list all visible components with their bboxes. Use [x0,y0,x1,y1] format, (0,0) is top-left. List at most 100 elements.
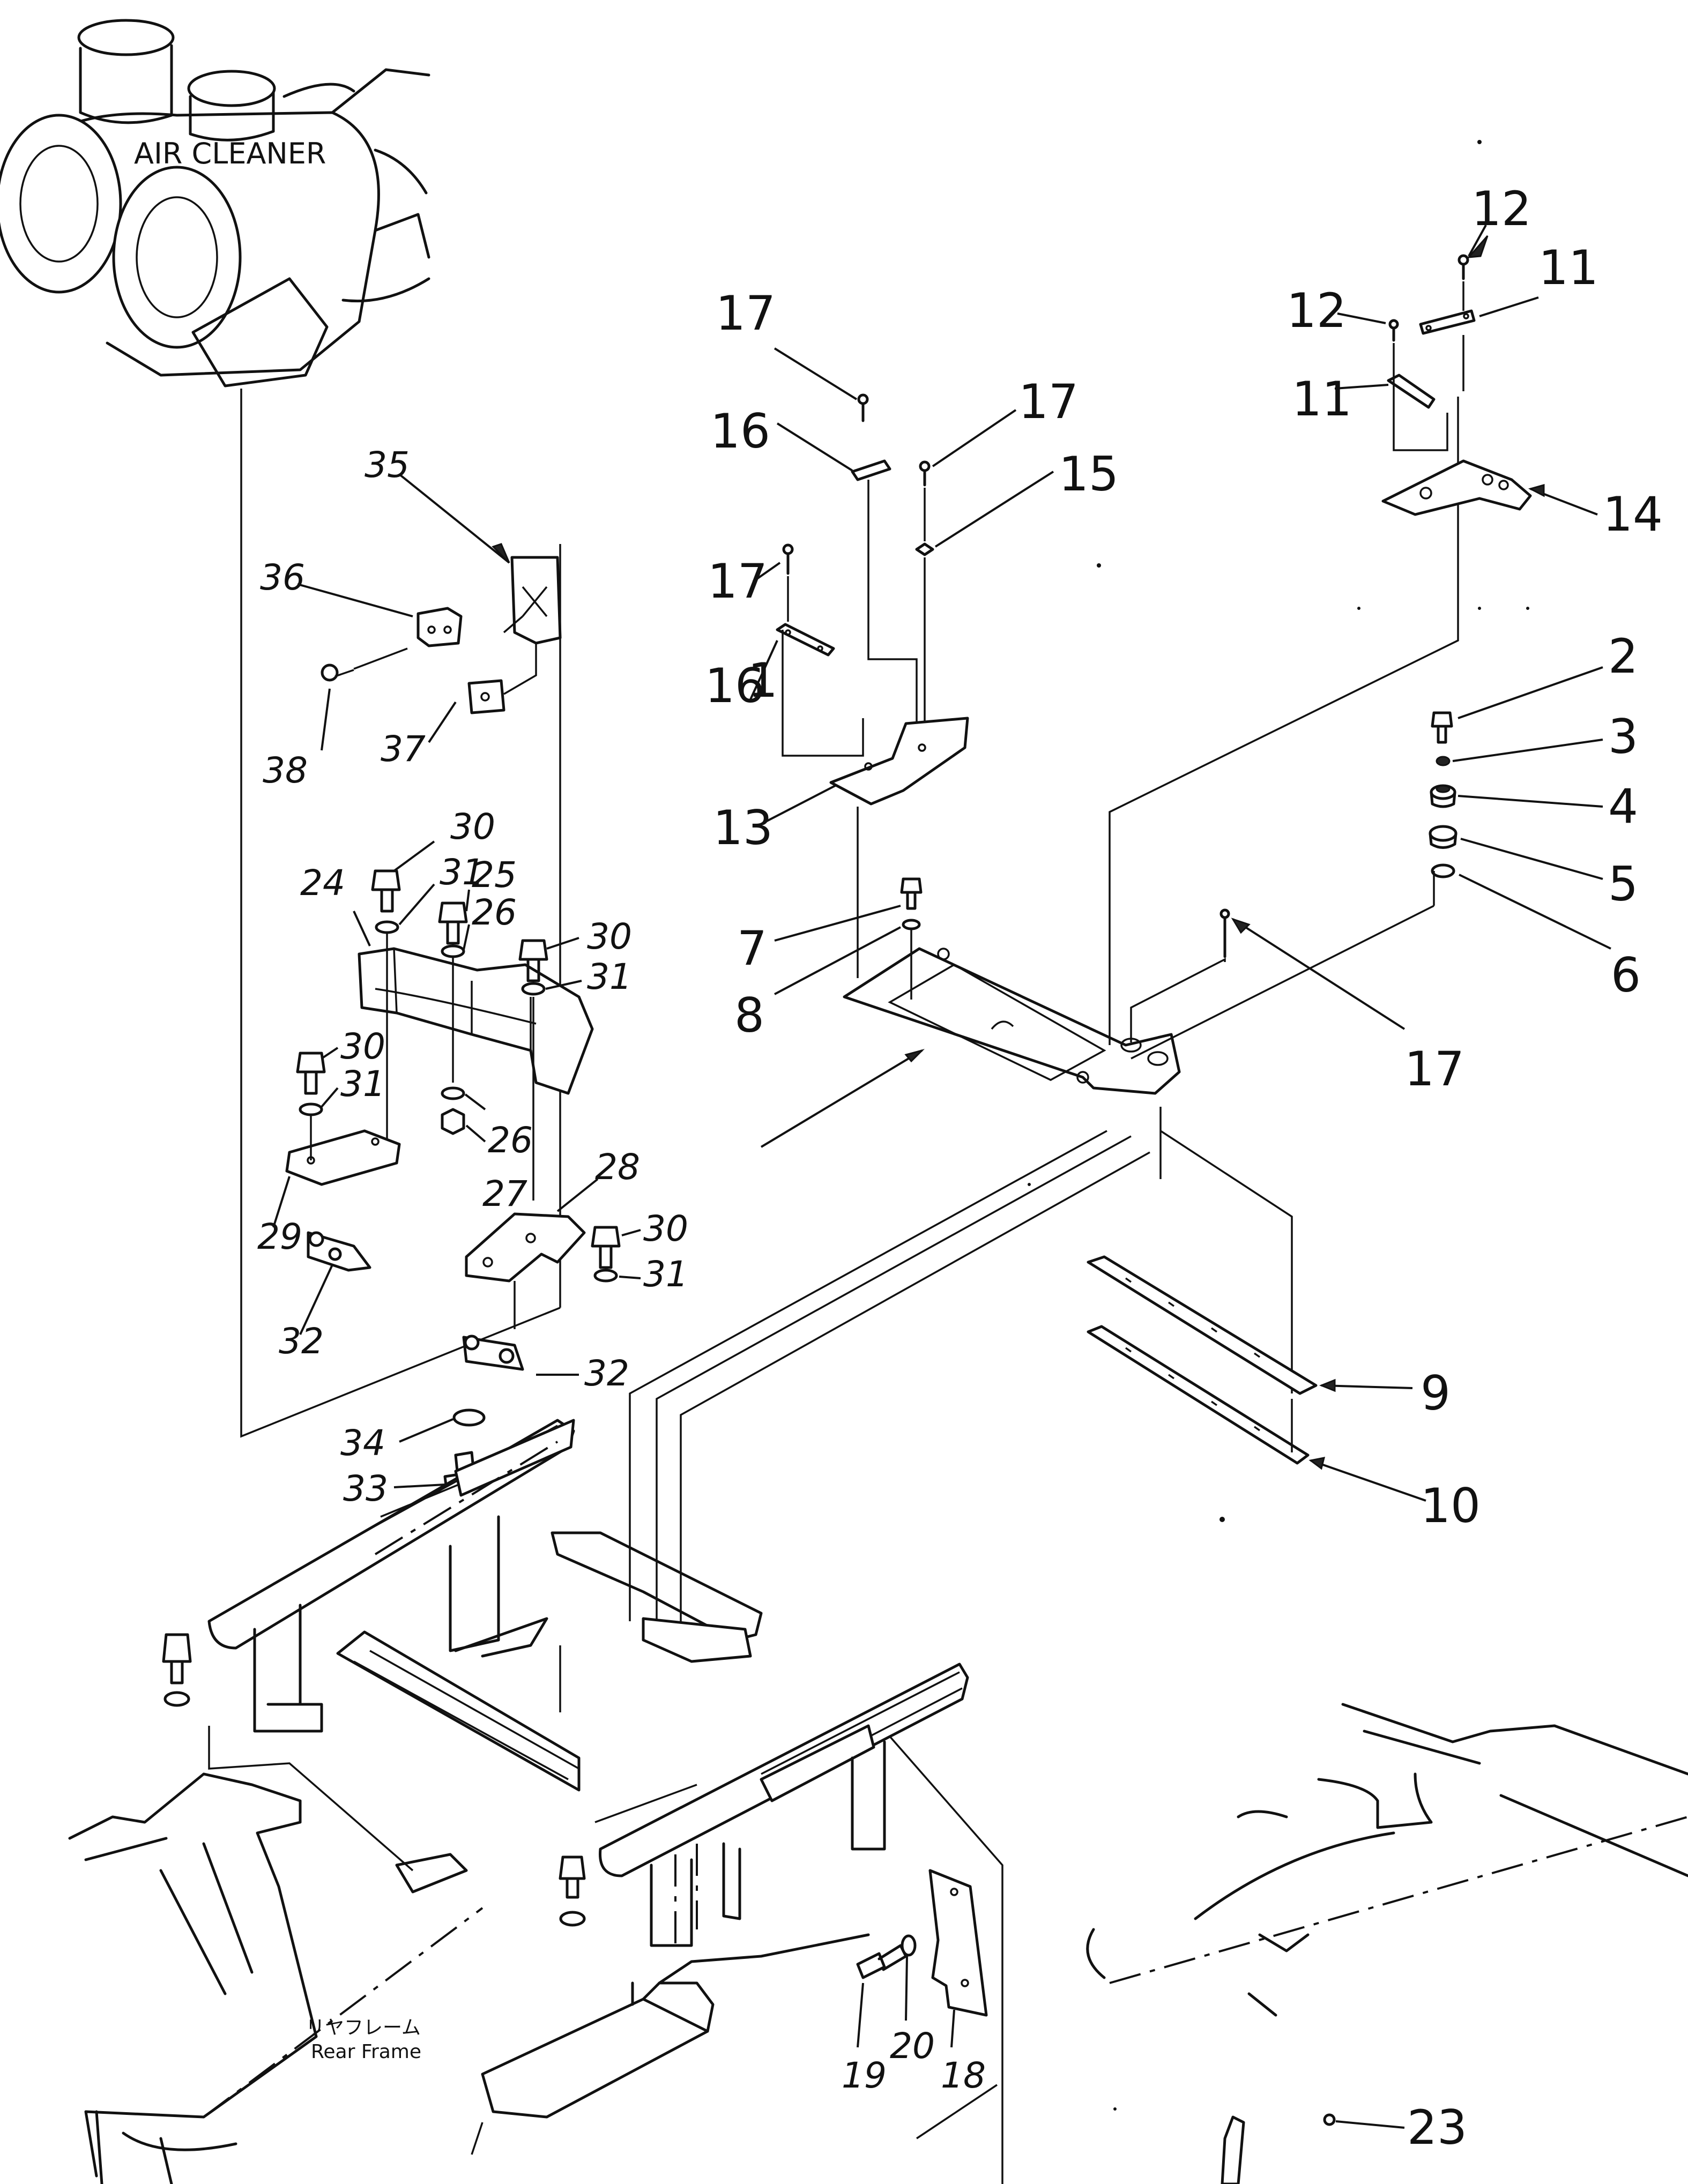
lower-right-frame [1086,1703,1688,2017]
leader-plate14-to-plate1 [1109,397,1459,1045]
callout-4: 4 [1608,779,1638,834]
screw-17-upper-right [919,460,931,487]
strip-10 [1087,1325,1310,1465]
strip-16-lower [776,623,835,657]
callout-34: 34 [340,1422,385,1464]
callout-6: 6 [1611,948,1641,1003]
bracket-35 [510,556,562,645]
washer-8 [902,919,921,930]
strip-11-lower [1387,374,1436,409]
bolt-30-a [371,869,401,913]
callout-2: 2 [1608,629,1638,684]
callout-16-upper: 16 [710,404,770,459]
callout-15: 15 [1059,446,1119,502]
support-frame-left [207,1419,575,1733]
spacer-5 [1429,825,1458,849]
callout-28: 28 [595,1146,640,1188]
screw-17-lower [782,543,794,575]
scan-specks [1028,140,1529,2111]
bracket-23 [1221,2115,1245,2184]
bolt-30-d [591,1226,621,1269]
rear-frame-outline [68,1772,484,2184]
plate-28 [465,1212,586,1283]
callout-27: 27 [482,1173,527,1214]
washer-31-a [375,920,399,934]
callout-17-right: 17 [1404,1041,1464,1097]
clip-32-b [462,1335,524,1371]
callout-33: 33 [343,1468,388,1509]
callout-31-lower: 31 [643,1254,688,1295]
strip-16-upper [851,459,891,481]
strip-11-upper [1419,309,1476,335]
bolt-7 [900,877,923,910]
callout-30-top: 30 [450,806,495,847]
nut-4 [1430,784,1456,808]
washer-31-b [521,982,546,996]
callout-1: 1 [748,653,778,708]
bolt-2 [1431,711,1453,744]
callout-35: 35 [365,444,410,486]
screw-17-right [1219,908,1230,958]
callout-32-left: 32 [279,1321,324,1362]
callout-29: 29 [257,1216,302,1257]
washer-20 [901,1934,917,1957]
screw-12-lower [1388,319,1399,342]
bracket-24 [358,947,594,1095]
washer-6 [1431,863,1455,878]
small-bracket-lower [395,1853,468,1894]
washer-31-d [593,1269,618,1283]
callout-30-lower: 30 [643,1208,688,1249]
callout-31-right: 31 [587,956,632,997]
nut-27 [441,1108,465,1135]
callout-11-upper: 11 [1538,240,1598,295]
plate-29 [285,1129,401,1186]
plate-18 [928,1869,988,2017]
routing-line-2 [656,1135,1132,1621]
callout-19: 19 [842,2055,887,2096]
callout-16-lower: 16 [705,658,765,713]
bolt-lower-center [559,1855,586,1927]
base-plate-lower [481,1933,870,2119]
leader-air-cleaner-down [240,389,561,1438]
leader-17-right-to-plate1 [1130,958,1226,1042]
plate-1 [843,947,1181,1095]
leader-lower-center [594,1735,1003,2184]
bracket-14 [1381,459,1532,516]
callout-8: 8 [734,988,764,1043]
rear-frame-label-en: Rear Frame [311,2041,421,2063]
washer-34 [452,1408,486,1427]
bolt-30-b [518,939,548,982]
callout-20: 20 [890,2025,935,2067]
plate-13 [829,717,969,806]
clip-36 [417,607,463,647]
air-cleaner-assembly [0,19,430,387]
callout-5: 5 [1608,856,1638,912]
callout-37: 37 [381,728,426,770]
callout-12-lower: 12 [1287,283,1347,338]
callout-14: 14 [1603,487,1663,542]
crossmember-rail [336,1630,581,1792]
clip-32-a [307,1231,371,1272]
callout-30-left: 30 [340,1026,385,1067]
callout-17-right-top: 17 [1018,374,1079,429]
callout-32-right: 32 [584,1353,629,1394]
support-frame-right [599,1663,969,1951]
washer-31-c [299,1102,323,1116]
callout-10: 10 [1421,1478,1481,1533]
callout-31-top: 31 [440,852,485,893]
callout-17-left: 17 [708,554,768,609]
callout-23: 23 [1407,2100,1467,2155]
routing-line-1 [629,1130,1107,1621]
bolt-19 [856,1944,908,1979]
air-cleaner-label: AIR CLEANER [134,137,326,170]
callout-12-upper: 12 [1471,181,1531,236]
callout-9: 9 [1421,1366,1451,1421]
callout-26-lower: 26 [488,1120,533,1161]
callout-25: 25 [472,854,517,896]
callout-36: 36 [260,557,305,598]
callout-31-left: 31 [340,1063,385,1105]
bolt-25 [438,901,468,945]
callout-13: 13 [713,800,773,855]
washer-15 [915,542,934,556]
